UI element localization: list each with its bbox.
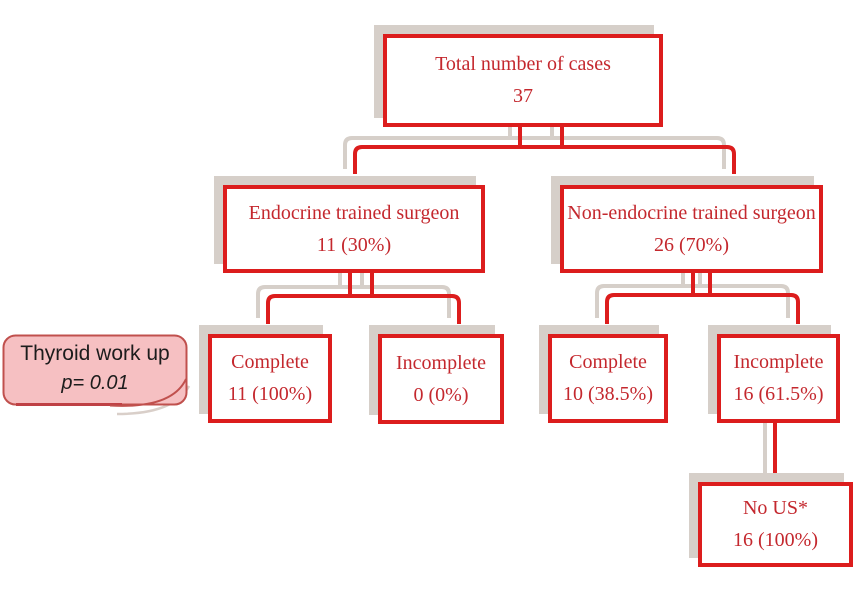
callout-curl xyxy=(109,378,187,407)
node-label: Total number of cases xyxy=(435,53,611,75)
node-value: 11 (30%) xyxy=(316,233,392,256)
node-endocrine-surgeon: Endocrine trained surgeon 11 (30%) xyxy=(223,185,485,273)
node-value: 10 (38.5%) xyxy=(563,383,653,405)
connector-mid-right xyxy=(605,273,800,324)
node-non-endocrine-incomplete: Incomplete 16 (61.5%) xyxy=(717,334,840,423)
node-label: Incomplete xyxy=(396,351,486,374)
node-value: 37 xyxy=(513,85,533,107)
node-value: 11 (100%) xyxy=(227,383,313,405)
node-non-endocrine-surgeon: Non-endocrine trained surgeon 26 (70%) xyxy=(560,185,823,273)
node-label: Non-endocrine trained surgeon xyxy=(567,201,816,224)
node-value: 26 (70%) xyxy=(654,233,729,256)
node-endocrine-complete: Complete 11 (100%) xyxy=(208,334,332,423)
node-total-cases: Total number of cases 37 xyxy=(383,34,663,127)
callout-thyroid-workup: Thyroid work up p= 0.01 xyxy=(2,334,192,420)
node-endocrine-incomplete: Incomplete 0 (0%) xyxy=(378,334,504,424)
node-value: 16 (61.5%) xyxy=(733,383,824,405)
callout-p-value: p= 0.01 xyxy=(61,372,129,394)
callout-title: Thyroid work up xyxy=(20,342,170,365)
connector-reds xyxy=(266,127,800,481)
node-label: Complete xyxy=(569,351,647,373)
connector-mid-left xyxy=(266,273,461,324)
node-value: 16 (100%) xyxy=(733,529,818,551)
node-label: Endocrine trained surgeon xyxy=(248,201,460,224)
connector-top xyxy=(353,127,736,174)
node-non-endocrine-complete: Complete 10 (38.5%) xyxy=(548,334,668,423)
node-no-ultrasound: No US* 16 (100%) xyxy=(698,482,853,567)
node-label: Complete xyxy=(231,351,309,373)
callout-shape xyxy=(2,334,191,416)
node-value: 0 (0%) xyxy=(413,383,469,406)
node-label: Incomplete xyxy=(733,351,824,373)
node-label: No US* xyxy=(742,497,808,519)
